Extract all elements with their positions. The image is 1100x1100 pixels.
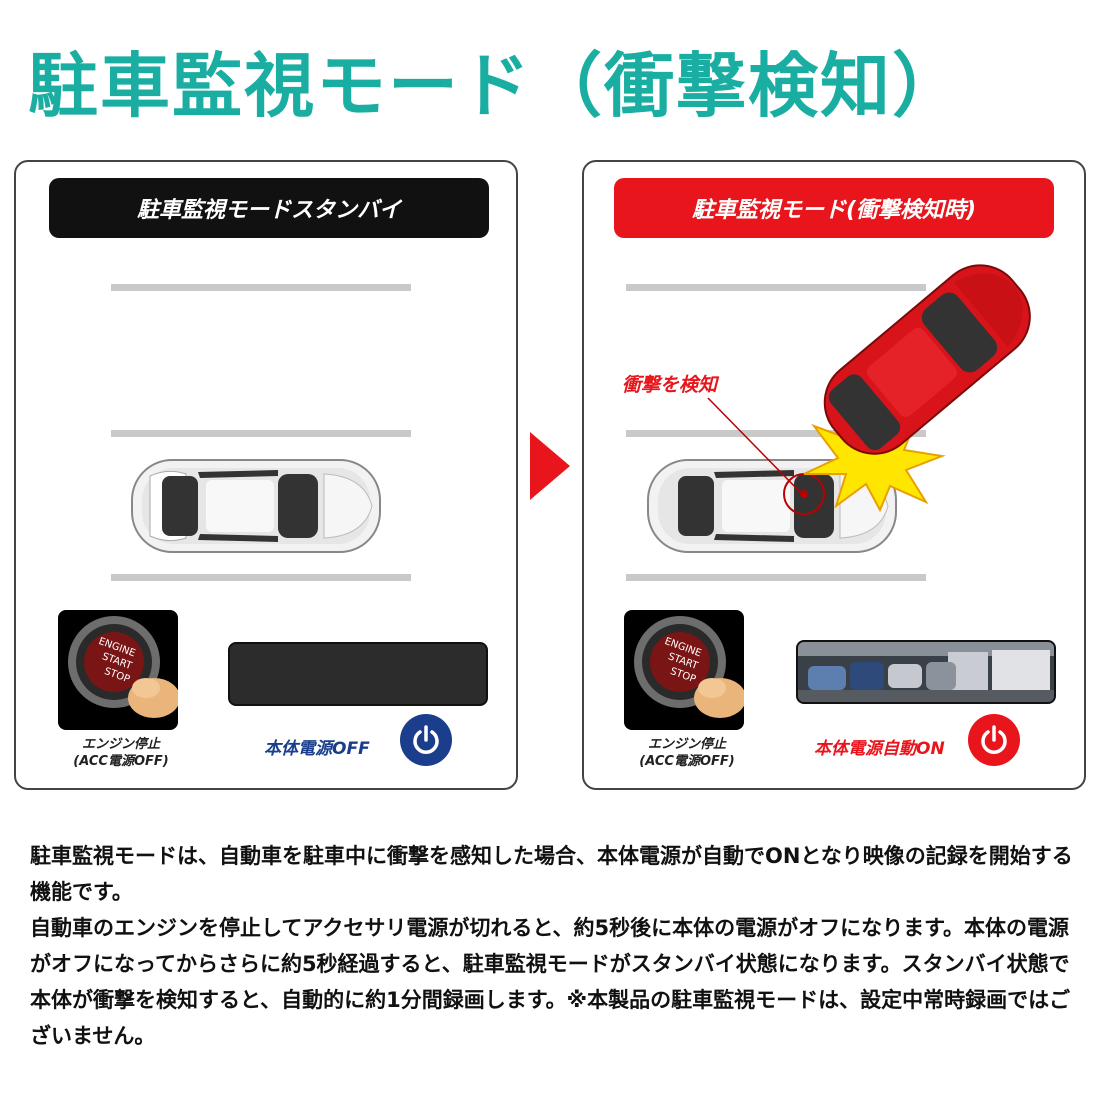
parked-car-white (647, 459, 897, 553)
engine-stop-caption-line1: エンジン停止 (81, 737, 160, 752)
lane-line (626, 430, 926, 437)
engine-start-button-image: ENGINE START STOP (624, 610, 744, 730)
power-icon (968, 714, 1020, 766)
lane-line (111, 430, 411, 437)
engine-stop-caption-line2: (ACC電源OFF) (639, 754, 735, 769)
colliding-car-red (823, 264, 1031, 455)
power-off-label: 本体電源OFF (264, 739, 370, 759)
lane-line (111, 574, 411, 581)
impact-panel: 駐車監視モード(衝撃検知時) 衝撃を検知 (582, 160, 1086, 790)
engine-stop-caption: エンジン停止 (ACC電源OFF) (612, 736, 762, 770)
power-icon (400, 714, 452, 766)
engine-stop-caption: エンジン停止 (ACC電源OFF) (46, 736, 196, 770)
page-title: 駐車監視モード（衝撃検知） (28, 45, 964, 127)
recorder-screen-recording (796, 640, 1056, 704)
recorder-screen-off (228, 642, 488, 706)
description-paragraph-2: 自動車のエンジンを停止してアクセサリ電源が切れると、約5秒後に本体の電源がオフに… (30, 916, 1071, 1048)
impact-header: 駐車監視モード(衝撃検知時) (614, 178, 1054, 238)
power-on-label: 本体電源自動ON (814, 739, 945, 759)
description-text: 駐車監視モードは、自動車を駐車中に衝撃を感知した場合、本体電源が自動でONとなり… (30, 838, 1080, 1054)
transition-arrow-icon (530, 432, 570, 500)
impact-detected-label: 衝撃を検知 (622, 374, 718, 396)
lane-line (626, 284, 926, 291)
lane-line (111, 284, 411, 291)
engine-stop-caption-line1: エンジン停止 (647, 737, 726, 752)
impact-pointer-line (707, 397, 803, 495)
standby-header: 駐車監視モードスタンバイ (49, 178, 489, 238)
standby-panel: 駐車監視モードスタンバイ ENGINE START STOP エンジン停止 (A… (14, 160, 518, 790)
description-paragraph-1: 駐車監視モードは、自動車を駐車中に衝撃を感知した場合、本体電源が自動でONとなり… (30, 844, 1073, 904)
engine-stop-caption-line2: (ACC電源OFF) (73, 754, 169, 769)
parked-car-white (131, 459, 381, 553)
engine-start-button-image: ENGINE START STOP (58, 610, 178, 730)
lane-line (626, 574, 926, 581)
